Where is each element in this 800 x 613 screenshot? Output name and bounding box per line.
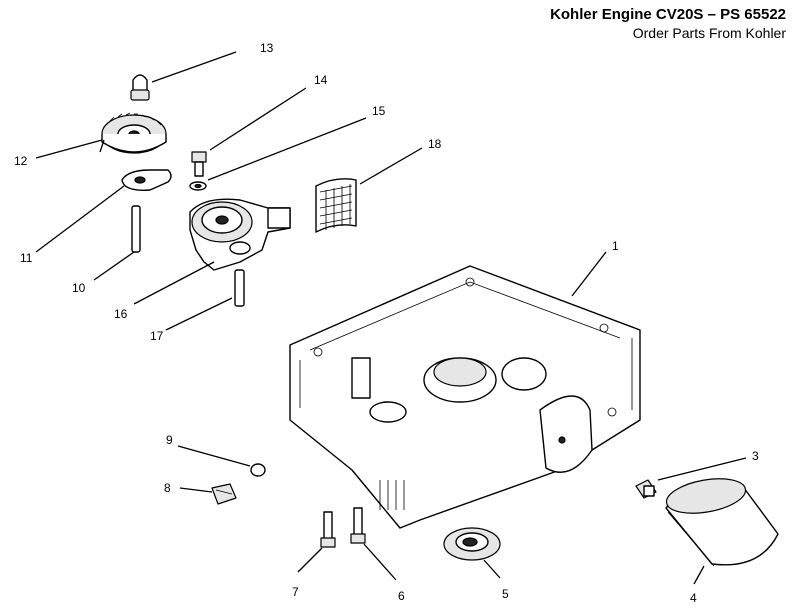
callout-1: 1: [612, 239, 619, 253]
part-7-screw[interactable]: [320, 511, 336, 548]
part-3-fitting[interactable]: [635, 479, 657, 499]
part-1-oil-pan[interactable]: [289, 265, 641, 529]
callout-12: 12: [14, 154, 28, 168]
part-8-plug[interactable]: [211, 483, 237, 505]
callout-3: 3: [752, 449, 759, 463]
callout-9: 9: [166, 433, 173, 447]
part-4-oil-filter[interactable]: [664, 473, 779, 567]
callout-7: 7: [292, 585, 299, 599]
part-10-pin[interactable]: [131, 205, 141, 253]
callout-4: 4: [690, 591, 697, 605]
part-15-washer[interactable]: [189, 181, 207, 191]
part-9-o-ring[interactable]: [250, 463, 266, 477]
part-17-pin[interactable]: [234, 269, 245, 307]
callout-8: 8: [164, 481, 171, 495]
callout-18: 18: [428, 137, 442, 151]
leader-lines: [35, 51, 747, 585]
callout-17: 17: [150, 329, 164, 343]
callout-5: 5: [502, 587, 509, 601]
part-5-seal[interactable]: [443, 527, 501, 561]
part-18-screen[interactable]: [315, 178, 357, 233]
diagram-subtitle: Order Parts From Kohler: [632, 25, 786, 41]
part-14-bolt[interactable]: [191, 151, 207, 177]
callout-6: 6: [398, 589, 405, 603]
callout-11: 11: [20, 251, 33, 265]
diagram-header: Kohler Engine CV20S – PS 65522 Order Par…: [550, 6, 786, 42]
part-16-oil-pump[interactable]: [189, 198, 291, 271]
diagram-title: Kohler Engine CV20S – PS 65522: [550, 6, 786, 23]
part-12-gear[interactable]: [101, 112, 167, 154]
part-11-bracket[interactable]: [121, 169, 172, 191]
callout-10: 10: [72, 281, 86, 295]
part-6-screw[interactable]: [350, 507, 366, 544]
callout-15: 15: [372, 104, 386, 118]
callout-13: 13: [260, 41, 274, 55]
part-13-plug[interactable]: [130, 74, 150, 101]
callout-16: 16: [114, 307, 128, 321]
callout-14: 14: [314, 73, 328, 87]
